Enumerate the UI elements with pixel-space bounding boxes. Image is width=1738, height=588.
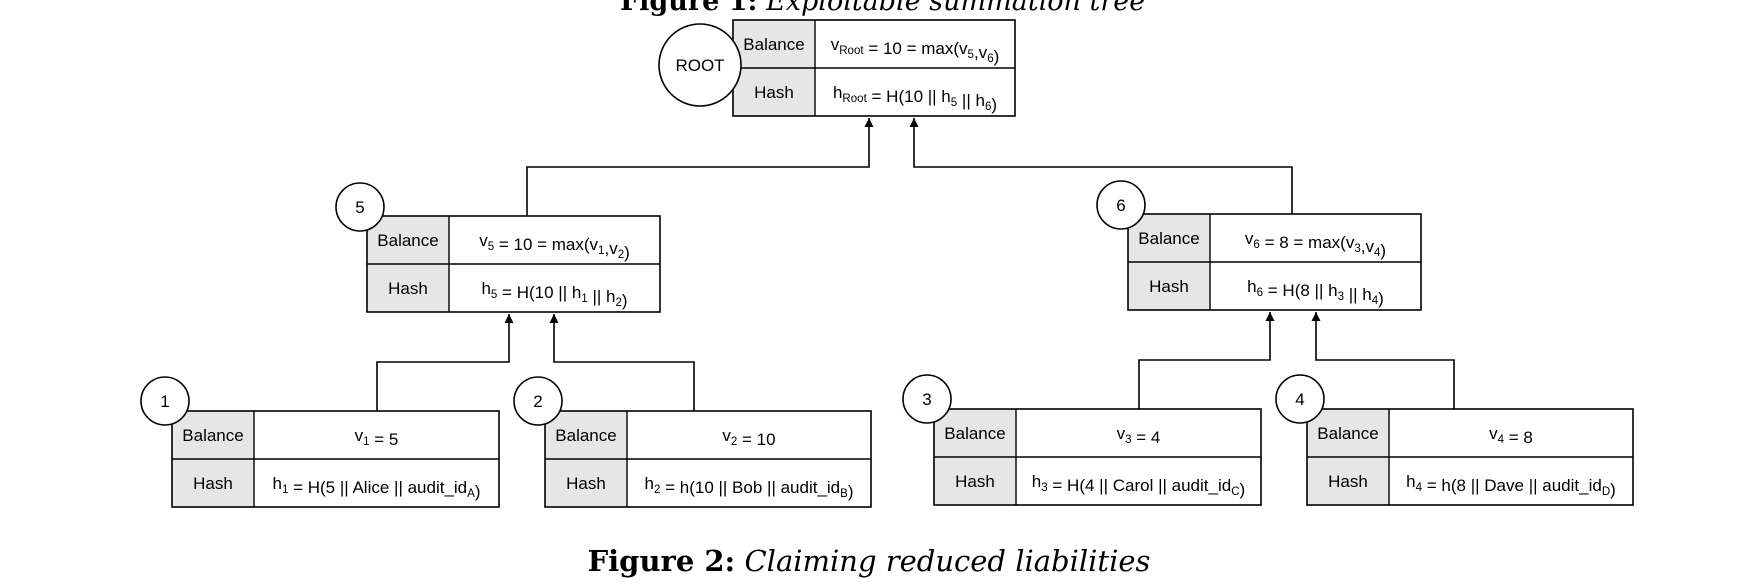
node-id-circle: [902, 374, 952, 424]
balance-value: v6 = 8 = max(v3,v4): [1245, 229, 1386, 260]
edge-n4-to-n6: [1311, 312, 1455, 409]
node-id-circle: [1275, 374, 1325, 424]
balance-label: Balance: [743, 35, 804, 54]
edge-n6-to-root: [909, 118, 1293, 214]
hash-label: Hash: [955, 472, 995, 491]
figure-1-label: Figure 1:: [620, 0, 758, 17]
hash-label: Hash: [566, 474, 606, 493]
node-id-circle: [658, 23, 742, 107]
node-id-label: 5: [355, 198, 364, 217]
node-id-circle: [140, 376, 190, 426]
hash-value: h1 = H(5 || Alice || audit_idA): [272, 474, 480, 501]
hash-value: h5 = H(10 || h1 || h2): [481, 279, 627, 310]
balance-value: v4 = 8: [1489, 424, 1533, 447]
edge-n2-to-n5: [549, 314, 695, 411]
hash-label: Hash: [1149, 277, 1189, 296]
node-id-circle: [513, 376, 563, 426]
hash-label: Hash: [754, 83, 794, 102]
node-id-circle: [335, 182, 385, 232]
hash-value: h2 = h(10 || Bob || audit_idB): [644, 474, 853, 501]
hash-value: h3 = H(4 || Carol || audit_idC): [1032, 472, 1245, 499]
figure-1-title: Exploitable summation tree: [766, 0, 1146, 17]
balance-label: Balance: [377, 231, 438, 250]
balance-value: v5 = 10 = max(v1,v2): [479, 231, 630, 262]
figure-1-caption: Figure 1: Exploitable summation tree: [620, 0, 1145, 17]
hash-value: h6 = H(8 || h3 || h4): [1247, 277, 1384, 308]
balance-value: v3 = 4: [1117, 424, 1161, 447]
edge-n5-to-root: [526, 118, 874, 216]
balance-label: Balance: [555, 426, 616, 445]
node-id-label: 2: [533, 392, 542, 411]
balance-value: v2 = 10: [722, 426, 775, 449]
edge-n1-to-n5: [376, 314, 514, 411]
node-id-label: 3: [922, 390, 931, 409]
hash-label: Hash: [388, 279, 428, 298]
node-id-label: ROOT: [675, 56, 724, 75]
balance-label: Balance: [1317, 424, 1378, 443]
figure-2-label: Figure 2:: [587, 544, 736, 578]
hash-label: Hash: [1328, 472, 1368, 491]
node-id-label: 6: [1116, 196, 1125, 215]
node-id-label: 1: [160, 392, 169, 411]
balance-value: vRoot = 10 = max(v5,v6): [831, 35, 1000, 66]
node-id-label: 4: [1295, 390, 1304, 409]
edge-n3-to-n6: [1138, 312, 1275, 409]
balance-label: Balance: [182, 426, 243, 445]
hash-value: h4 = h(8 || Dave || audit_idD): [1406, 472, 1616, 499]
balance-label: Balance: [944, 424, 1005, 443]
balance-label: Balance: [1138, 229, 1199, 248]
hash-value: hRoot = H(10 || h5 || h6): [833, 83, 997, 114]
figure-2-caption: Figure 2: Claiming reduced liabilities: [0, 544, 1738, 578]
balance-value: v1 = 5: [355, 426, 399, 449]
node-id-circle: [1096, 180, 1146, 230]
figure-2-title: Claiming reduced liabilities: [744, 544, 1151, 578]
hash-label: Hash: [193, 474, 233, 493]
